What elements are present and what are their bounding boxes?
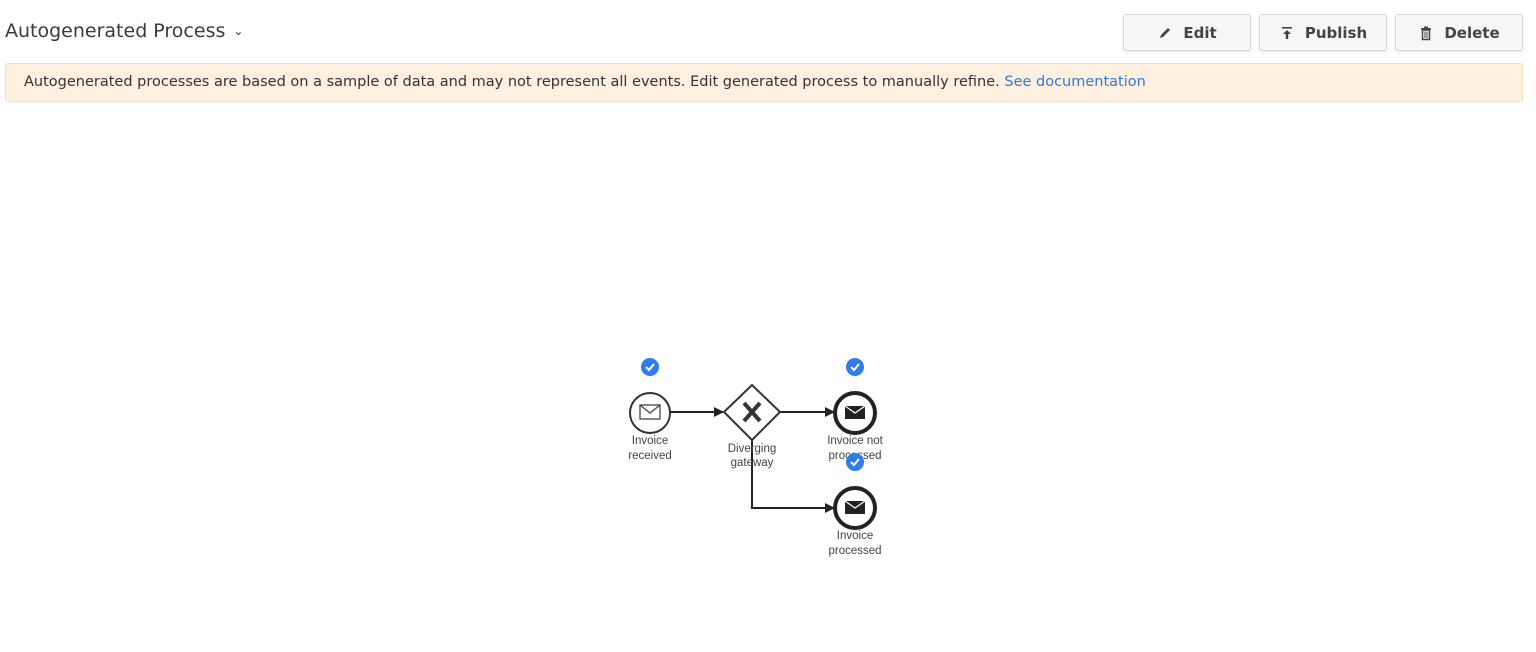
edit-button[interactable]: Edit [1123, 14, 1251, 51]
envelope-filled-icon [844, 405, 866, 419]
node-label: Invoice [632, 435, 668, 447]
check-icon [845, 357, 865, 377]
publish-icon [1281, 26, 1292, 39]
banner-text: Autogenerated processes are based on a s… [24, 74, 1000, 90]
info-banner: Autogenerated processes are based on a s… [5, 63, 1523, 102]
delete-label: Delete [1444, 23, 1500, 42]
envelope-filled-icon [844, 500, 866, 514]
node-label: processed [828, 545, 881, 557]
publish-button[interactable]: Publish [1259, 14, 1387, 51]
node-label: Invoice not [827, 435, 883, 447]
trash-icon [1421, 26, 1432, 40]
delete-button[interactable]: Delete [1395, 14, 1523, 51]
node-invoice-received[interactable]: Invoice received [628, 392, 672, 462]
edit-label: Edit [1183, 23, 1217, 42]
pencil-icon [1160, 27, 1171, 38]
node-label: received [628, 450, 671, 462]
process-title-dropdown[interactable]: Autogenerated Process ⌄ [5, 20, 243, 42]
envelope-outline-icon [639, 404, 661, 420]
node-label: gateway [731, 457, 774, 469]
node-invoice-not-processed[interactable]: Invoice not processed [827, 391, 884, 462]
page-title: Autogenerated Process [5, 20, 226, 42]
edge-gateway-end2[interactable] [751, 440, 835, 513]
check-icon [845, 452, 865, 472]
x-icon [742, 401, 762, 423]
node-label: Invoice [837, 530, 873, 542]
chevron-down-icon: ⌄ [233, 24, 244, 38]
see-documentation-link[interactable]: See documentation [1004, 74, 1146, 90]
node-label: Diverging [728, 443, 777, 455]
check-icon [640, 357, 660, 377]
node-diverging-gateway[interactable]: Diverging gateway [722, 383, 782, 469]
node-invoice-processed[interactable]: Invoice processed [828, 486, 882, 557]
publish-label: Publish [1304, 23, 1368, 42]
